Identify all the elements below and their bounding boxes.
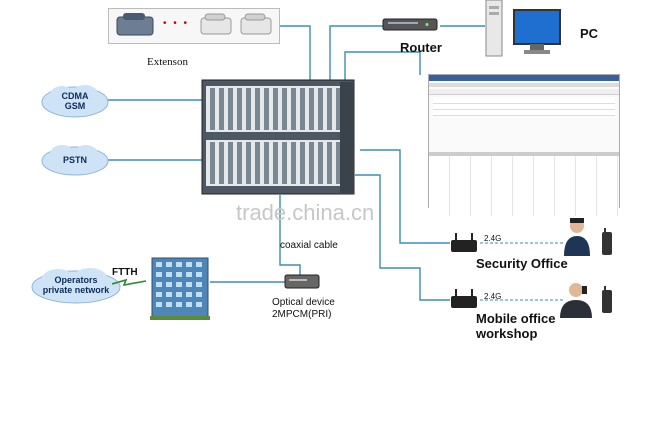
router-icon (382, 16, 438, 32)
pstn-label: PSTN (62, 155, 87, 165)
workshop-label: workshop (476, 326, 538, 341)
wireless-base-station-1 (449, 232, 479, 254)
mobile-office-label: Mobile office (476, 311, 556, 326)
pc-icon (484, 0, 564, 58)
pbx-switch-rack (200, 78, 360, 196)
optical-device-icon (284, 272, 320, 290)
router-label: Router (400, 40, 442, 55)
private-network-label: private network (42, 285, 110, 295)
link-24g-1: 2.4G (484, 234, 502, 243)
gsm-label: GSM (64, 101, 86, 111)
security-office-label: Security Office (476, 256, 568, 271)
pstn-cloud: PSTN (40, 142, 110, 178)
optical-device-label: Optical device (272, 297, 335, 308)
link-24g-2: 2.4G (484, 292, 502, 301)
building-icon (150, 256, 210, 320)
pc-label: PC (580, 26, 599, 41)
office-worker-icon (560, 280, 596, 318)
phone-icons (116, 13, 272, 36)
wireless-base-station-2 (449, 288, 479, 310)
monitor-software-window (428, 74, 620, 216)
operators-label: Operators (54, 275, 98, 285)
handset-icon-2 (600, 286, 614, 314)
security-guard-icon (562, 216, 592, 256)
handset-icon-1 (600, 228, 614, 256)
cdma-label: CDMA (61, 91, 89, 101)
ftth-label: FTTH (112, 267, 138, 278)
lightning-icon (112, 278, 147, 287)
extension-label: Extenson (147, 56, 188, 68)
extension-phones-box: • • • (108, 8, 280, 44)
pcm-label: 2MPCM(PRI) (272, 309, 332, 320)
watermark-text: trade.china.cn (236, 200, 375, 225)
phone-dots: • • • (163, 18, 190, 29)
coaxial-cable-label: coaxial cable (280, 240, 338, 251)
